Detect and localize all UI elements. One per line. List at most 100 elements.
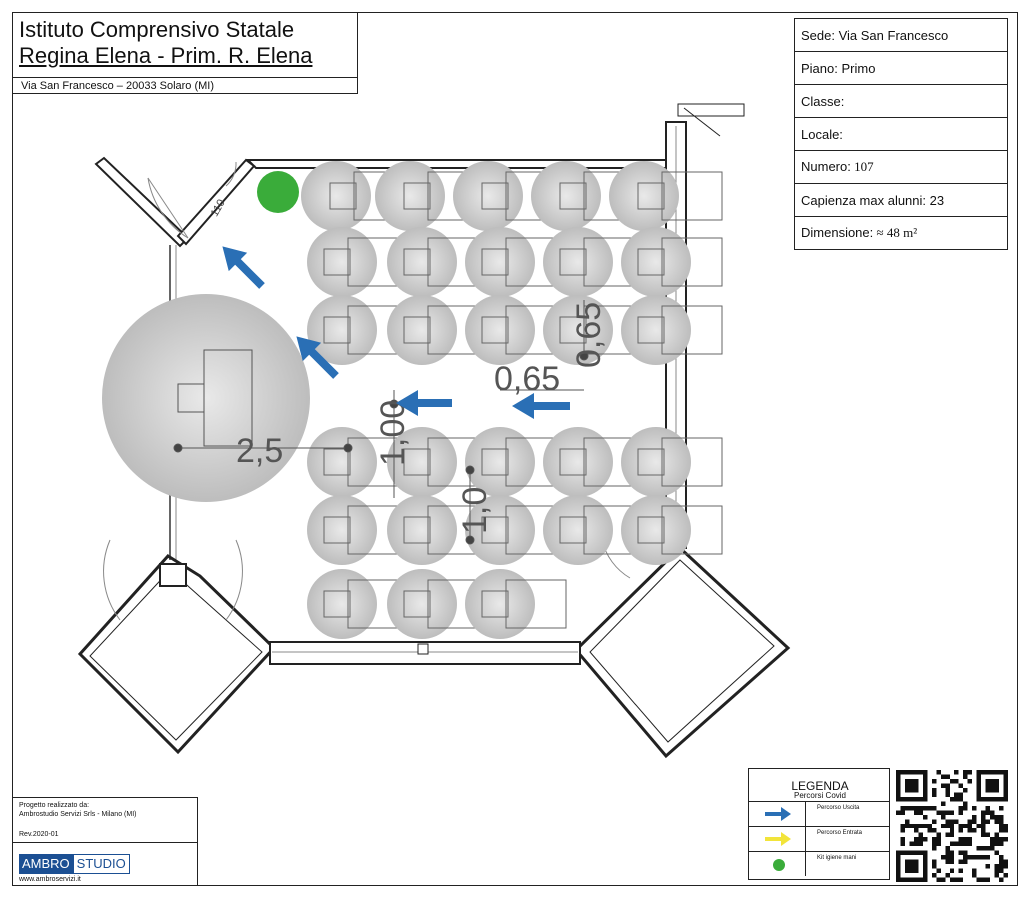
distance-circle [621, 427, 691, 497]
distance-circle [307, 427, 377, 497]
student-chair [481, 248, 509, 276]
distance-circle [543, 295, 613, 365]
distance-circle [465, 295, 535, 365]
sanitizer-kit-dot [257, 171, 299, 213]
dimension-lines [173, 300, 589, 545]
student-chair [637, 248, 665, 276]
dim-row-spacing: 1,00 [374, 400, 412, 466]
dim-column-spacing: 1,0 [456, 487, 494, 534]
school-name: Istituto Comprensivo Statale [19, 17, 295, 42]
student-chair [403, 182, 431, 210]
website-link[interactable]: www.ambroservizi.it [19, 876, 81, 883]
student-chair [403, 316, 431, 344]
distance-circle [465, 227, 535, 297]
exit-arrow-icon [296, 336, 339, 379]
teacher-distance-circle [102, 294, 310, 502]
student-chair [559, 248, 587, 276]
seating-area [301, 161, 723, 639]
student-chair [323, 590, 351, 618]
legend-item-exit: Percorso Uscita [749, 801, 889, 826]
distance-circle [465, 427, 535, 497]
arrow-right-icon [765, 832, 791, 846]
student-chair [559, 448, 587, 476]
student-desk [661, 437, 723, 487]
info-dimensione: Dimensione: ≈ 48 m² [794, 216, 1008, 250]
exit-arrow-icon [396, 390, 452, 416]
distance-circle [543, 227, 613, 297]
student-chair [323, 448, 351, 476]
student-chair [323, 516, 351, 544]
credits-divider [13, 842, 197, 843]
student-chair [637, 516, 665, 544]
exit-arrow-icon [222, 246, 265, 289]
student-chair [481, 316, 509, 344]
dim-desk-spacing-vertical: 0,65 [570, 302, 608, 368]
school-branch: Regina Elena - Prim. R. Elena [19, 43, 313, 68]
distance-circle [543, 495, 613, 565]
student-chair [403, 516, 431, 544]
legend-title: LEGENDA [791, 779, 849, 793]
distance-circle [307, 227, 377, 297]
school-address: Via San Francesco – 20033 Solaro (MI) [21, 80, 215, 92]
info-capienza: Capienza max alunni: 23 [794, 183, 1008, 217]
student-chair [559, 182, 587, 210]
student-chair [323, 316, 351, 344]
student-chair [637, 448, 665, 476]
distance-circle [387, 495, 457, 565]
distance-circle [465, 569, 535, 639]
teacher-chair [177, 383, 205, 413]
credit-line: Progetto realizzato da: [19, 802, 90, 809]
title-block: Istituto Comprensivo Statale Regina Elen… [12, 12, 358, 94]
dot-icon [773, 859, 785, 871]
student-desk [661, 505, 723, 555]
student-chair [559, 516, 587, 544]
student-chair [481, 590, 509, 618]
student-chair [403, 590, 431, 618]
credit-company: Ambrostudio Servizi Srls - Milano (MI) [19, 811, 137, 818]
dim-desk-spacing: 0,65 [494, 360, 560, 398]
student-chair [481, 182, 509, 210]
title-divider [13, 77, 357, 78]
exit-arrow-icon [512, 393, 570, 419]
credits-block: Progetto realizzato da: Ambrostudio Serv… [12, 797, 198, 886]
distance-circle [621, 495, 691, 565]
distance-circle [387, 569, 457, 639]
student-chair [637, 316, 665, 344]
student-desk [505, 579, 567, 629]
student-chair [637, 182, 665, 210]
dim-teacher-distance: 2,5 [236, 432, 283, 470]
distance-circle [621, 227, 691, 297]
legend-item-entry: Percorso Entrata [749, 826, 889, 851]
qr-code[interactable] [896, 770, 1008, 882]
arrow-right-icon [765, 807, 791, 821]
student-chair [481, 448, 509, 476]
distance-circle [387, 295, 457, 365]
student-desk [661, 171, 723, 221]
legend-subtitle: Percorsi Covid [793, 791, 846, 800]
legend: LEGENDA Percorsi Covid Percorso Uscita P… [748, 768, 890, 880]
distance-circle [387, 427, 457, 497]
info-sede: Sede: Via San Francesco [794, 18, 1008, 52]
room-info-table: Sede: Via San Francesco Piano: Primo Cla… [794, 18, 1008, 250]
student-chair [403, 248, 431, 276]
student-chair [323, 248, 351, 276]
distance-circle [307, 495, 377, 565]
student-chair [481, 516, 509, 544]
distance-circle [307, 569, 377, 639]
student-desk [661, 305, 723, 355]
legend-item-sanitizer: Kit igiene mani [749, 851, 889, 876]
distance-circle [307, 295, 377, 365]
sheet-border [12, 12, 1018, 886]
distance-circle [621, 295, 691, 365]
info-locale: Locale: [794, 117, 1008, 151]
distance-circle [465, 495, 535, 565]
revision: Rev.2020-01 [19, 831, 59, 838]
student-chair [559, 316, 587, 344]
student-chair [329, 182, 357, 210]
info-numero: Numero: 107 [794, 150, 1008, 184]
distance-circle [387, 227, 457, 297]
info-classe: Classe: [794, 84, 1008, 118]
exit-arrows [222, 246, 570, 419]
